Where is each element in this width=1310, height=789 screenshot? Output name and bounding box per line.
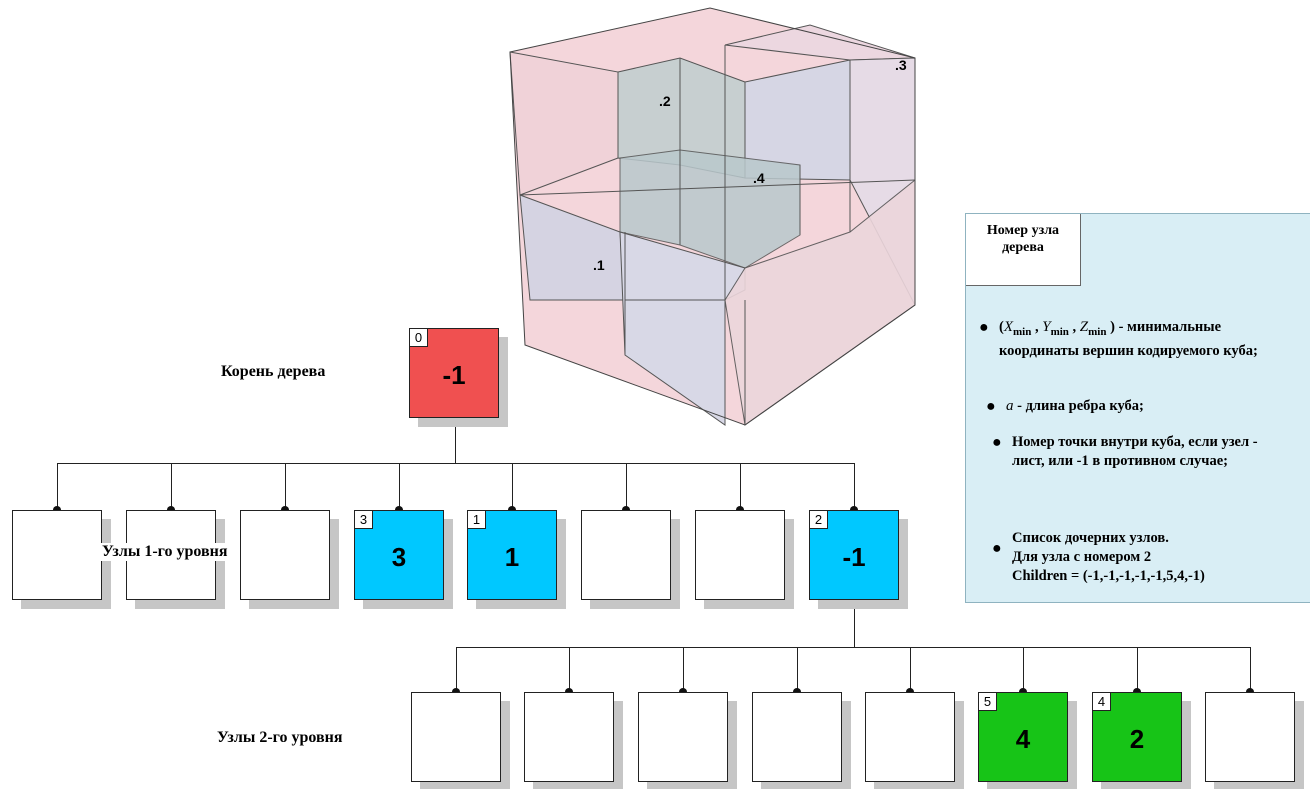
level1-node: [240, 510, 330, 600]
level2-node: [865, 692, 955, 782]
cube-point-4-label: .4: [753, 170, 765, 186]
node-value: 1: [504, 541, 520, 572]
root-connector: [455, 418, 456, 464]
level1-drop: [854, 463, 855, 510]
legend-item-point-number-text: Номер точки внутри куба, если узел - лис…: [1012, 434, 1258, 469]
node-index: 2: [810, 511, 828, 529]
y-sub: min: [1050, 325, 1069, 338]
node-index: 4: [1093, 693, 1111, 711]
root-node: 0 -1: [409, 328, 499, 418]
node-value: -1: [442, 359, 466, 390]
legend-children-line3: Children = (-1,-1,-1,-1,-1,5,4,-1): [1012, 568, 1205, 584]
cube-point-3-label: .3: [895, 57, 907, 73]
level2-drop: [1023, 647, 1024, 693]
legend-header: Номер узла дерева: [966, 214, 1081, 286]
level1-node: 3 3: [354, 510, 444, 600]
level2-node: [638, 692, 728, 782]
level2-drop: [456, 647, 457, 693]
node-index: 5: [979, 693, 997, 711]
level2-node: 4 2: [1092, 692, 1182, 782]
level1-bus: [57, 463, 855, 464]
level1-node: [695, 510, 785, 600]
level2-node: [752, 692, 842, 782]
level2-node: 5 4: [978, 692, 1068, 782]
level1-label: Узлы 1-го уровня: [100, 543, 230, 561]
node-value: 4: [1015, 723, 1031, 754]
legend-item-edge: ● a - длина ребра куба;: [986, 397, 1296, 416]
level1-node: [581, 510, 671, 600]
node-index: 1: [468, 511, 486, 529]
cube-point-2-label: .2: [659, 93, 671, 109]
node2-connector-dot: [850, 597, 858, 605]
legend-item-children: ● Список дочерних узлов. Для узла с номе…: [992, 529, 1302, 586]
level1-drop: [285, 463, 286, 510]
level2-drop: [683, 647, 684, 693]
node-value: 2: [1129, 723, 1145, 754]
level2-drop: [910, 647, 911, 693]
node-index: 0: [410, 329, 428, 347]
legend-children-line1: Список дочерних узлов.: [1012, 530, 1169, 546]
level2-node: [1205, 692, 1295, 782]
cube-edge: [519, 179, 916, 196]
legend-children-line2: Для узла с номером 2: [1012, 549, 1152, 565]
bullet-icon: ●: [992, 540, 1002, 557]
z-sub: min: [1088, 325, 1107, 338]
level2-label: Узлы 2-го уровня: [217, 729, 343, 746]
cube-point-1-label: .1: [593, 257, 605, 273]
level2-drop: [1137, 647, 1138, 693]
a-var: a: [1006, 398, 1014, 414]
sub-cube-middle: [619, 149, 801, 269]
legend-item-min-coords-text: - минимальные координаты вершин кодируем…: [999, 319, 1258, 359]
legend-item-min-coords: ● (Xmin , Ymin , Zmin ) - минимальные ко…: [979, 319, 1258, 359]
node-index: 3: [355, 511, 373, 529]
bullet-icon: ●: [979, 319, 989, 336]
root-label: Корень дерева: [221, 363, 326, 380]
legend-panel: Номер узла дерева ● (Xmin , Ymin , Zmin …: [965, 213, 1310, 603]
level1-drop: [626, 463, 627, 510]
level1-node: 1 1: [467, 510, 557, 600]
octree-cube-illustration: [509, 7, 916, 426]
level1-node: [12, 510, 102, 600]
level1-node: 2 -1: [809, 510, 899, 600]
node-value: 3: [391, 541, 407, 572]
node-value: -1: [842, 541, 866, 572]
level2-drop: [569, 647, 570, 693]
y-var: Y: [1042, 319, 1051, 335]
x-var: X: [1003, 319, 1014, 335]
cube-edges-outer: [509, 7, 916, 426]
level1-drop: [399, 463, 400, 510]
level2-drop: [1250, 647, 1251, 693]
level2-bus: [456, 647, 1250, 648]
level1-drop: [171, 463, 172, 510]
node2-connector: [854, 601, 855, 648]
level2-node: [411, 692, 501, 782]
level1-drop: [512, 463, 513, 510]
level1-drop: [57, 463, 58, 510]
x-sub: min: [1013, 325, 1032, 338]
z-var: Z: [1079, 319, 1089, 335]
level2-drop: [797, 647, 798, 693]
legend-item-edge-text: - длина ребра куба;: [1013, 398, 1144, 414]
legend-item-point-number: ● Номер точки внутри куба, если узел - л…: [992, 433, 1292, 471]
bullet-icon: ●: [986, 398, 996, 415]
bullet-icon: ●: [992, 434, 1002, 451]
level2-node: [524, 692, 614, 782]
level1-drop: [740, 463, 741, 510]
